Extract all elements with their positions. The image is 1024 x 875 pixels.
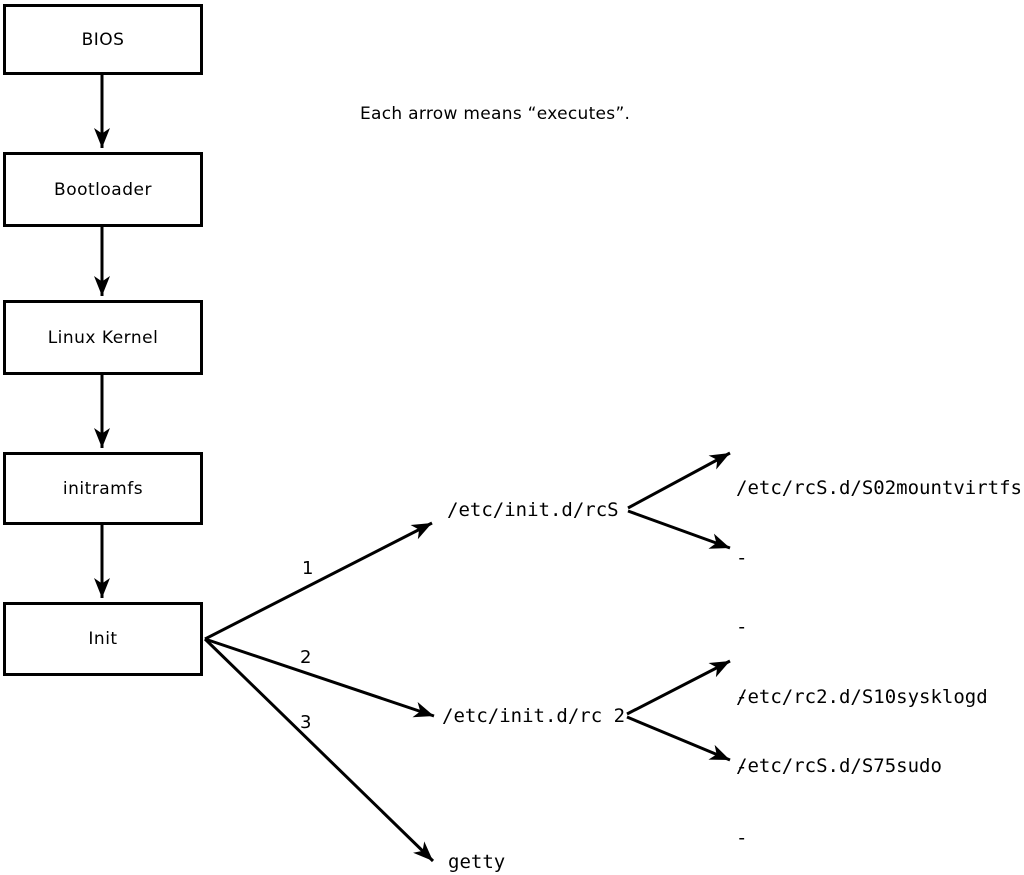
arrow-rc2-to-first-script bbox=[626, 659, 731, 716]
rc2-listing: /etc/rc2.d/S10sysklogd - - - /etc/rc2.d/… bbox=[736, 640, 988, 875]
ellipsis-dash: - bbox=[736, 685, 748, 708]
node-init: Init bbox=[3, 602, 203, 676]
ellipsis-dash: - bbox=[736, 826, 748, 849]
rc2-first-script: /etc/rc2.d/S10sysklogd bbox=[736, 686, 988, 708]
arrow-rcS-to-first-script bbox=[627, 451, 731, 510]
node-initramfs: initramfs bbox=[3, 452, 203, 525]
branch-label-2: 2 bbox=[300, 647, 312, 668]
node-bootloader: Bootloader bbox=[3, 152, 203, 227]
branch-label-3: 3 bbox=[300, 712, 312, 733]
arrow-rcS-to-last-script bbox=[627, 509, 731, 550]
target-rcS: /etc/init.d/rcS bbox=[447, 499, 619, 521]
diagram-caption: Each arrow means “executes”. bbox=[360, 104, 631, 124]
rcS-last-script: /etc/rcS.d/S75sudo bbox=[736, 755, 942, 777]
node-bios: BIOS bbox=[3, 4, 203, 75]
node-linux-kernel: Linux Kernel bbox=[3, 300, 203, 375]
rcS-listing: /etc/rcS.d/S02mountvirtfs - - - /etc/rcS… bbox=[736, 432, 1022, 824]
branch-label-1: 1 bbox=[302, 558, 314, 579]
arrow-init-to-rcS bbox=[204, 521, 433, 641]
ellipsis-dash: - bbox=[736, 756, 748, 779]
arrow-init-to-rc2 bbox=[204, 637, 435, 718]
target-getty: getty bbox=[448, 851, 506, 873]
arrow-rc2-to-last-script bbox=[626, 715, 731, 762]
rcS-first-script: /etc/rcS.d/S02mountvirtfs bbox=[736, 477, 1022, 499]
arrow-init-to-getty bbox=[203, 637, 435, 863]
target-rc2: /etc/init.d/rc 2 bbox=[442, 705, 626, 727]
ellipsis-dash: - bbox=[736, 616, 748, 638]
ellipsis-dash: - bbox=[736, 546, 748, 569]
